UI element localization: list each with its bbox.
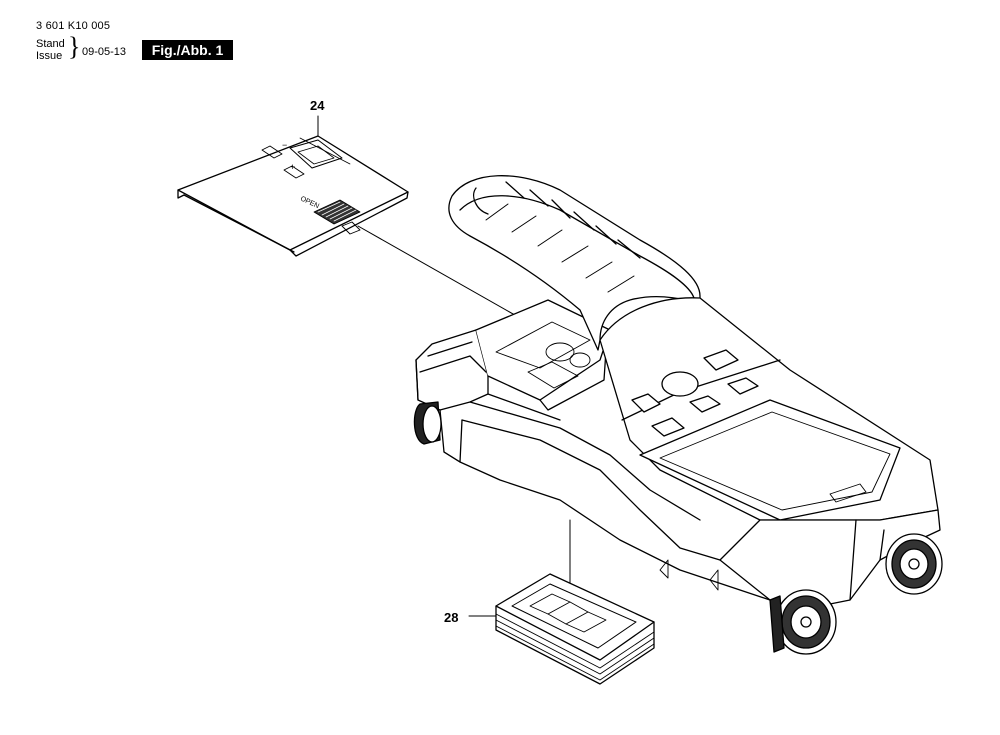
- battery-cover: OPEN − +: [177, 135, 409, 257]
- document-number: 3 601 K10 005: [36, 20, 111, 32]
- power-button: [661, 371, 699, 397]
- battery-holder: [495, 573, 655, 685]
- stand-label: Stand: [36, 38, 65, 50]
- button-4: [727, 377, 759, 395]
- button-3: [689, 395, 721, 413]
- minus-mark: −: [282, 140, 287, 150]
- callout-24: 24: [310, 98, 325, 113]
- figure-label: Fig./Abb. 1: [142, 40, 233, 60]
- button-2: [631, 393, 661, 413]
- wheel-front-left: [769, 589, 837, 655]
- cover-latch: [313, 199, 361, 235]
- brace-symbol: }: [68, 32, 81, 61]
- handle: [448, 175, 701, 351]
- stand-issue-label: Stand Issue: [36, 38, 65, 62]
- callout-28: 28: [444, 610, 459, 625]
- button-1: [703, 349, 739, 371]
- plus-mark: +: [290, 162, 295, 172]
- wheel-front-right: [885, 533, 943, 595]
- button-5: [651, 417, 685, 437]
- wheel-left-rear: [413, 401, 442, 445]
- detector-housing: [413, 175, 943, 655]
- issue-date: 09-05-13: [82, 46, 127, 58]
- issue-label: Issue: [36, 50, 63, 62]
